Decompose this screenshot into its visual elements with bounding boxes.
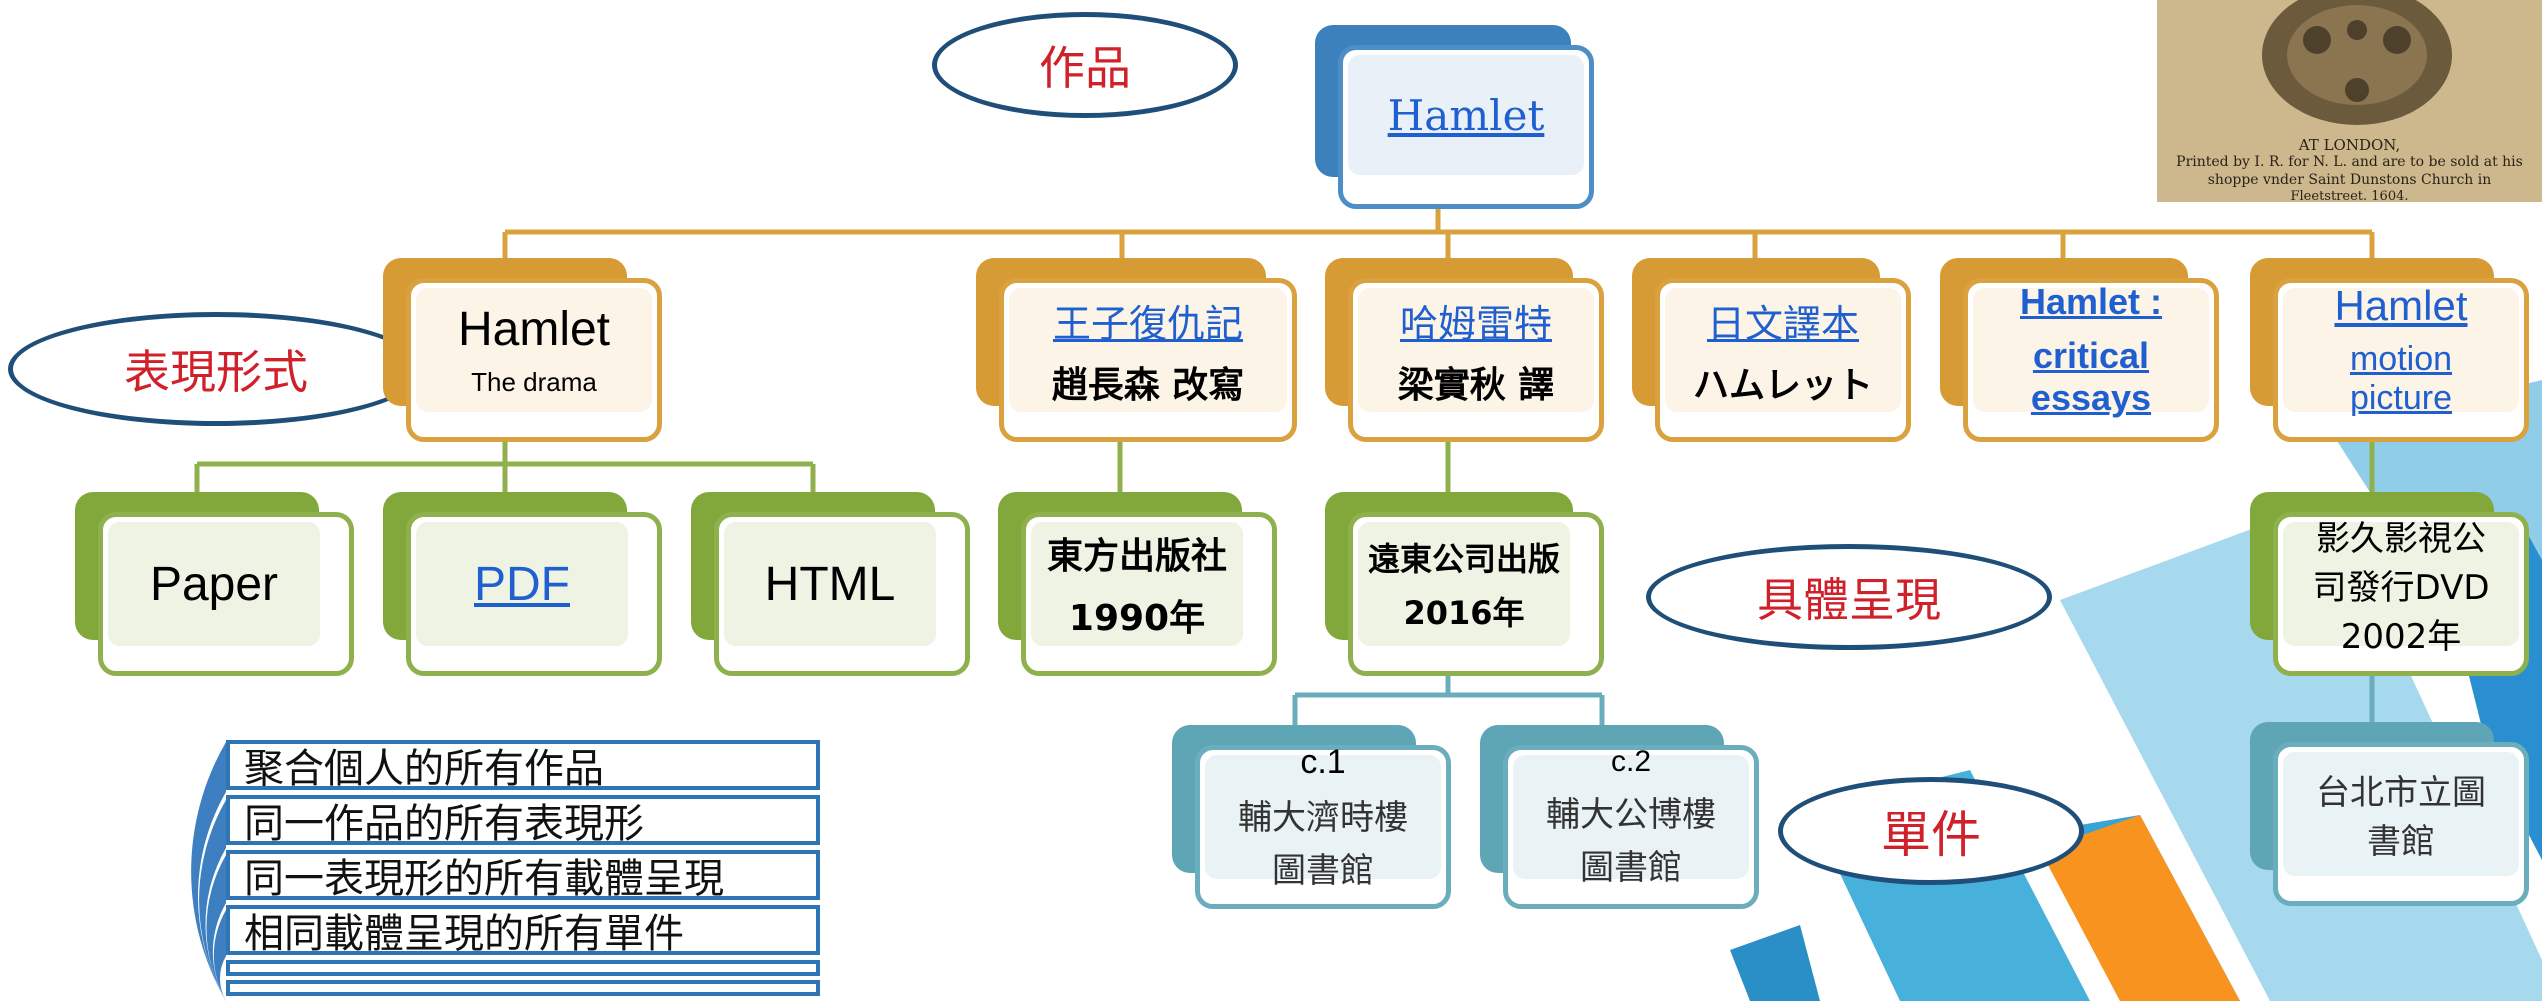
- manifestation-2-link[interactable]: PDF: [474, 557, 570, 611]
- label-manifestation: 具體呈現: [1646, 544, 2052, 650]
- manifestation-6-line2: 司發行DVD: [2312, 567, 2490, 608]
- item-3-location-2: 書館: [2367, 822, 2435, 862]
- item-2-location: 輔大公博樓: [1546, 795, 1716, 835]
- book-line-3: shoppe vnder Saint Dunstons Church in: [2207, 172, 2492, 188]
- label-work: 作品: [932, 12, 1238, 118]
- manifestation-6-line1: 影久影視公: [2316, 518, 2486, 559]
- manifestation-4-line2: 1990年: [1068, 598, 1206, 639]
- legend-bar-1: 聚合個人的所有作品: [226, 740, 820, 792]
- engraving-ornament: [2157, 0, 2542, 202]
- manifestation-5-line1: 遠東公司出版: [1367, 540, 1560, 578]
- expression-6-line3-link[interactable]: picture: [2349, 379, 2453, 417]
- work-title-link[interactable]: Hamlet: [1387, 90, 1545, 140]
- legend-bar-3: 同一表現形的所有載體呈現: [226, 850, 820, 902]
- expression-6-title-link[interactable]: Hamlet: [2334, 282, 2468, 329]
- expression-2-title-link[interactable]: 王子復仇記: [1052, 301, 1243, 346]
- expression-3-subtitle: 梁實秋 譯: [1397, 364, 1555, 406]
- label-expression: 表現形式: [8, 312, 424, 426]
- legend-bar-5: [226, 960, 820, 976]
- item-1-location-2: 圖書館: [1272, 850, 1374, 891]
- expression-6-line2-link[interactable]: motion: [2349, 340, 2453, 378]
- item-2-location-2: 圖書館: [1580, 848, 1682, 888]
- decor-stripe-small: [1730, 925, 1820, 1001]
- manifestation-1-label: Paper: [149, 557, 279, 611]
- manifestation-6-line3: 2002年: [2340, 616, 2462, 657]
- manifestation-4-line1: 東方出版社: [1046, 536, 1227, 577]
- book-titlepage-image: AT LONDON, Printed by I. R. for N. L. an…: [2157, 0, 2542, 202]
- expression-3-title-link[interactable]: 哈姆雷特: [1399, 301, 1552, 346]
- legend-bar-4: 相同載體呈現的所有單件: [226, 905, 820, 957]
- legend-arcs: [191, 742, 226, 1001]
- manifestation-3-label: HTML: [764, 557, 896, 611]
- legend-bar-6: [226, 980, 820, 996]
- expression-4-subtitle: ハムレット: [1692, 364, 1873, 406]
- expression-2-subtitle: 趙長森 改寫: [1051, 364, 1245, 406]
- expression-5-line2-link[interactable]: critical: [2032, 335, 2150, 376]
- decor-stripe-orange: [2040, 815, 2240, 1001]
- book-line-1: AT LONDON,: [2298, 136, 2401, 154]
- book-line-4: Fleetstreet. 1604.: [2290, 189, 2409, 202]
- expression-5-line3-link[interactable]: essays: [2030, 377, 2152, 418]
- item-1-copy: c.1: [1300, 742, 1346, 781]
- item-1-location: 輔大濟時樓: [1238, 797, 1408, 838]
- manifestation-5-line2: 2016年: [1403, 594, 1525, 632]
- expression-4-title-link[interactable]: 日文譯本: [1706, 301, 1859, 346]
- expression-1-subtitle: The drama: [471, 367, 597, 397]
- item-3-location: 台北市立圖: [2316, 773, 2486, 813]
- legend-bar-2: 同一作品的所有表現形: [226, 795, 820, 847]
- expression-5-title-link[interactable]: Hamlet :: [2019, 281, 2163, 322]
- item-2-copy: c.2: [1610, 745, 1652, 778]
- book-line-2: Printed by I. R. for N. L. and are to be…: [2176, 154, 2523, 170]
- expression-1-title: Hamlet: [457, 303, 611, 356]
- label-item: 單件: [1778, 777, 2084, 885]
